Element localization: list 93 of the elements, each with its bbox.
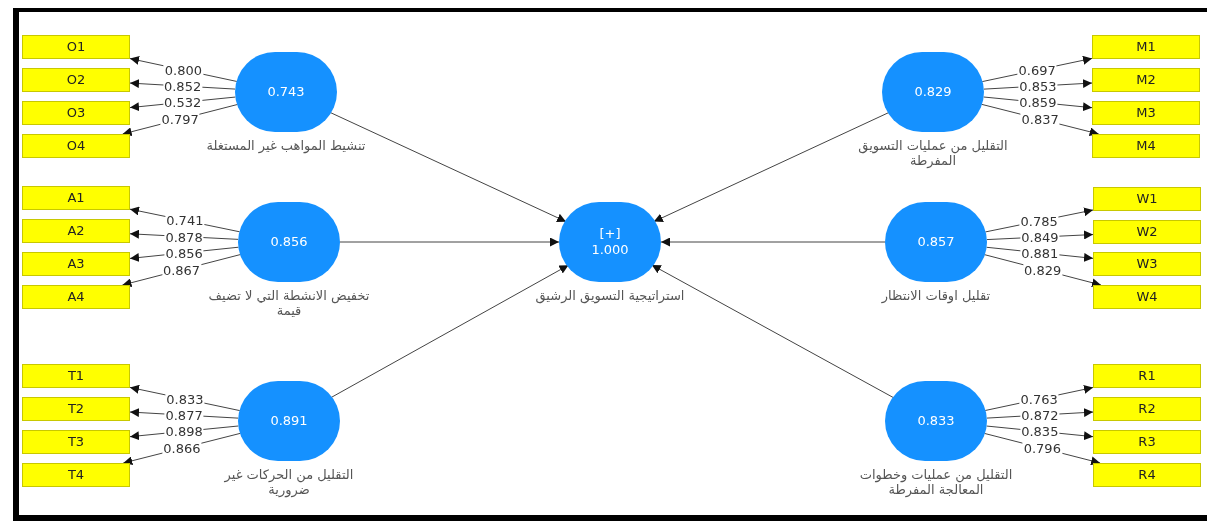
edge-label: 0.852 (162, 79, 203, 93)
node-label: A2 (67, 222, 85, 241)
node-label: M1 (1136, 38, 1156, 57)
indicator-box (1093, 430, 1201, 454)
construct-name: التقليل من الحركات غير ضرورية (223, 467, 355, 497)
edge-label: 0.796 (1022, 441, 1062, 455)
indicator-box (22, 397, 130, 421)
node-label: W4 (1136, 288, 1158, 307)
indicator-box (22, 35, 130, 59)
edge-label: 0.835 (1020, 424, 1060, 438)
edge-label: 0.763 (1019, 392, 1059, 406)
node-label: A3 (67, 255, 85, 274)
edge-label: 0.833 (165, 392, 205, 406)
arrow (660, 237, 886, 247)
edge-label: 0.532 (163, 95, 203, 109)
node-value: 0.743 (267, 83, 305, 101)
construct-name: التقليل من عمليات وخطوات المعالجة المفرطة (858, 467, 1014, 497)
node-label: T2 (67, 400, 85, 419)
indicator-box (22, 101, 130, 125)
indicator-box (1092, 68, 1200, 92)
edge-label: 0.878 (164, 230, 204, 244)
edge-label: 0.849 (1020, 230, 1060, 244)
node-label: M4 (1136, 137, 1156, 156)
edge-label: 0.800 (163, 63, 203, 77)
construct-name: تنشيط المواهب غير المستغلة (205, 138, 367, 153)
indicator-box (22, 252, 130, 276)
node-label: T3 (67, 433, 85, 452)
node-label: R3 (1138, 433, 1156, 452)
indicator-box (1093, 285, 1201, 309)
node-value: 1.000 (591, 242, 629, 259)
indicator-box (1092, 35, 1200, 59)
construct-name: استراتيجية التسويق الرشيق (534, 288, 686, 303)
node-label: O1 (66, 38, 86, 57)
indicator-box (22, 364, 130, 388)
indicator-box (1092, 134, 1200, 158)
node-label: O2 (66, 71, 86, 90)
indicator-box (22, 134, 130, 158)
node-label: R1 (1138, 367, 1156, 386)
node-label: W1 (1136, 190, 1158, 209)
indicator-box (1092, 101, 1200, 125)
indicator-box (22, 285, 130, 309)
construct-name: تقليل اوقات الانتظار (880, 288, 992, 303)
node-label: W3 (1136, 255, 1158, 274)
indicator-box (1093, 252, 1201, 276)
node-label: R2 (1138, 400, 1156, 419)
indicator-box (1093, 187, 1201, 211)
arrow (330, 264, 569, 399)
indicator-box (22, 68, 130, 92)
node-value: 0.891 (270, 412, 308, 430)
edge-label: 0.837 (1020, 112, 1060, 126)
arrow (339, 237, 560, 247)
node-label: M2 (1136, 71, 1156, 90)
indicator-box (1093, 220, 1201, 244)
arrow (653, 111, 890, 223)
edge-label: 0.785 (1019, 214, 1059, 228)
node-value: 0.833 (917, 412, 955, 430)
indicator-box (22, 219, 130, 243)
node-label: M3 (1136, 104, 1156, 123)
edge-label: 0.856 (164, 246, 204, 260)
node-label: O4 (66, 137, 86, 156)
edge-label: 0.853 (1018, 79, 1058, 93)
node-value: 0.857 (917, 233, 955, 251)
indicator-box (22, 430, 130, 454)
indicator-box (22, 463, 130, 487)
edge-label: 0.859 (1018, 95, 1058, 109)
edge-label: 0.877 (164, 408, 204, 422)
node-label: A4 (67, 288, 85, 307)
node-value: 0.829 (914, 83, 952, 101)
edge-label: 0.741 (165, 213, 205, 227)
arrow (651, 264, 895, 399)
indicator-box (1093, 463, 1201, 487)
edge-label: 0.867 (161, 263, 202, 277)
edge-label: 0.697 (1017, 63, 1057, 77)
indicator-box (1093, 397, 1201, 421)
edge-label: 0.898 (164, 424, 204, 438)
construct-name: تخفيض الانشطة التي لا تضيف قيمة (207, 288, 371, 318)
indicator-box (1093, 364, 1201, 388)
edge-label: 0.881 (1020, 246, 1060, 260)
node-label: O3 (66, 104, 86, 123)
edge-label: 0.797 (160, 112, 200, 126)
node-label: T4 (67, 466, 85, 485)
node-label: W2 (1136, 223, 1158, 242)
node-value: [+] (599, 225, 621, 242)
construct-name: التقليل من عمليات التسويق المفرطة (857, 138, 1009, 168)
edge-label: 0.872 (1020, 408, 1060, 422)
edge-label: 0.829 (1023, 263, 1063, 277)
node-value: 0.856 (270, 233, 308, 251)
node-label: A1 (67, 189, 85, 208)
arrow (329, 111, 567, 223)
node-label: T1 (67, 367, 85, 386)
edge-label: 0.866 (162, 441, 202, 455)
indicator-box (22, 186, 130, 210)
node-label: R4 (1138, 466, 1156, 485)
